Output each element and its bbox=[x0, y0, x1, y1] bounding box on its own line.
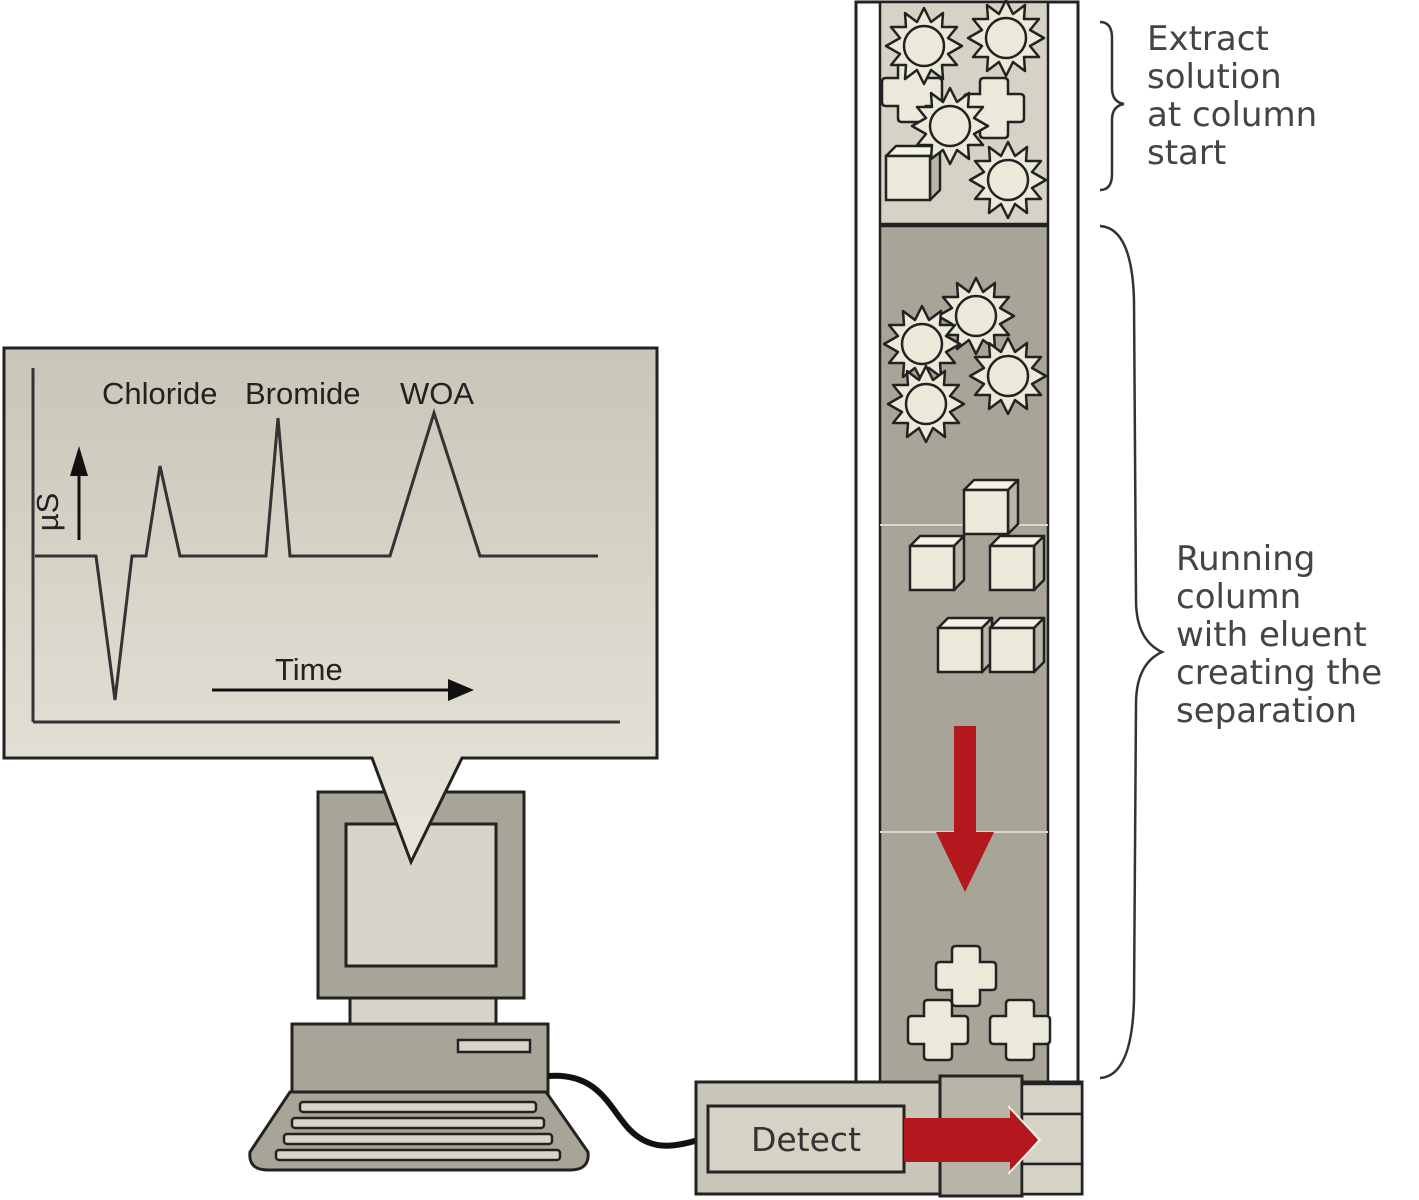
running-brace bbox=[1099, 224, 1165, 1080]
running-label-line: creating the bbox=[1176, 653, 1382, 693]
running-label-line: separation bbox=[1176, 691, 1357, 731]
chromatogram-display: µS Chloride Bromide WOA Time bbox=[2, 346, 659, 866]
cube-particle-icon bbox=[988, 616, 1046, 674]
extract-label: Extract solution at column start bbox=[1147, 19, 1317, 173]
detector: Detect bbox=[694, 1074, 1084, 1198]
y-axis-label: µS bbox=[30, 493, 65, 532]
peak-label-chloride: Chloride bbox=[102, 376, 217, 411]
extract-label-line: solution bbox=[1147, 57, 1282, 97]
extract-label-line: start bbox=[1147, 133, 1226, 173]
up-arrow-icon bbox=[70, 446, 88, 476]
drive-slot bbox=[456, 1038, 532, 1054]
monitor-screen bbox=[344, 822, 498, 968]
keyboard-keys bbox=[274, 1100, 562, 1162]
right-arrow-icon bbox=[904, 1105, 1042, 1175]
cube-particle-icon bbox=[936, 616, 994, 674]
peak-label-bromide: Bromide bbox=[245, 376, 360, 411]
cube-particle-icon bbox=[962, 478, 1020, 536]
down-arrow-icon bbox=[936, 726, 994, 892]
separation-column bbox=[854, 0, 1080, 1086]
detector-label: Detect bbox=[751, 1120, 861, 1159]
running-label: Running column with eluent creating the … bbox=[1176, 539, 1382, 731]
cable bbox=[547, 1072, 699, 1149]
chromatogram-trace bbox=[35, 408, 598, 701]
running-label-line: Running bbox=[1176, 539, 1315, 579]
cube-particle-icon bbox=[988, 534, 1046, 592]
x-axis-label: Time bbox=[275, 652, 343, 687]
running-label-line: column bbox=[1176, 577, 1301, 617]
monitor-stand bbox=[348, 996, 498, 1026]
extract-brace bbox=[1099, 20, 1125, 192]
right-arrow-icon bbox=[448, 679, 474, 701]
running-label-line: with eluent bbox=[1176, 615, 1367, 655]
computer-base bbox=[290, 1022, 550, 1100]
computer bbox=[248, 790, 590, 1172]
extract-label-line: Extract bbox=[1147, 19, 1269, 59]
cube-particle-icon bbox=[908, 534, 966, 592]
display-bubble bbox=[2, 346, 659, 866]
extract-label-line: at column bbox=[1147, 95, 1317, 135]
peak-label-woa: WOA bbox=[400, 376, 474, 411]
